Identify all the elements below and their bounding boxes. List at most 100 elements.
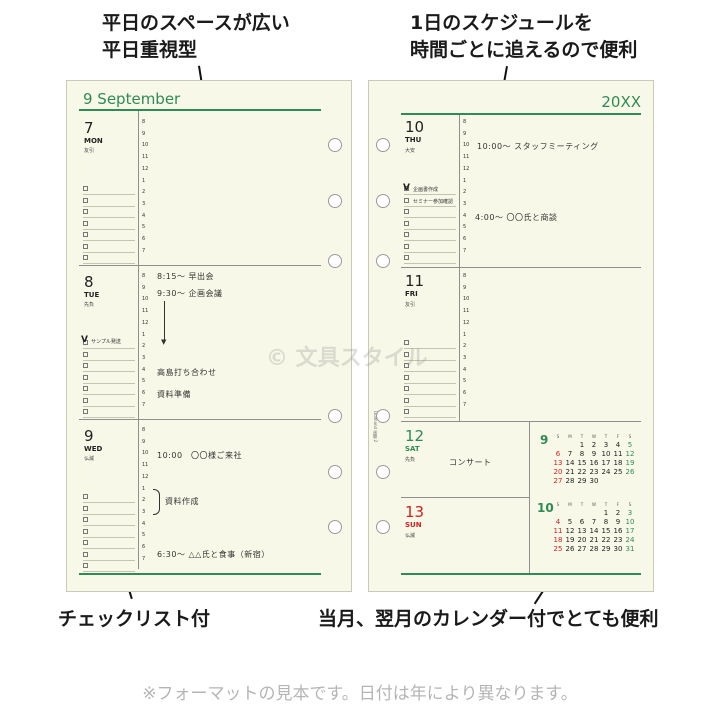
checklist-rule xyxy=(83,228,135,230)
hour-label: 8 xyxy=(142,273,146,279)
calendar-day: 14 xyxy=(589,527,599,535)
hour-label: 3 xyxy=(463,200,467,207)
handwritten-entry: 10:00〜 スタッフミーティング xyxy=(477,142,599,151)
checklist-rule xyxy=(83,394,135,395)
calendar-day: 16 xyxy=(589,459,599,467)
calendar-day xyxy=(624,477,636,486)
checklist-rule xyxy=(404,405,456,407)
callout-line: 時間ごとに追えるので便利 xyxy=(410,39,638,61)
calendar-day: 14 xyxy=(565,459,575,467)
checklist-rule xyxy=(404,263,456,264)
checkbox-icon xyxy=(83,409,88,414)
checklist-rule xyxy=(83,371,135,372)
checkbox-icon xyxy=(83,243,88,249)
hour-label: 6 xyxy=(463,236,467,242)
handwritten-entry: コンサート xyxy=(449,458,492,467)
calendar-day: 21 xyxy=(565,468,575,476)
binder-hole xyxy=(328,138,342,152)
hour-label: 9 xyxy=(463,284,467,291)
title-rule xyxy=(79,109,321,111)
hour-label: 3 xyxy=(142,354,146,361)
calendar-day: 30 xyxy=(613,545,623,553)
calendar-day: 17 xyxy=(625,527,635,535)
check-mark-icon: V xyxy=(81,335,88,345)
checkbox-icon xyxy=(404,243,409,249)
checklist-rule xyxy=(404,371,456,372)
checklist-rule xyxy=(83,194,135,195)
hour-label: 6 xyxy=(463,390,467,396)
calendar-day: 30 xyxy=(589,477,599,485)
hour-label: 12 xyxy=(142,165,149,172)
day-number: 7 xyxy=(84,119,94,137)
hour-label: 11 xyxy=(142,308,149,315)
calendar-month: 9 xyxy=(540,433,549,447)
checkbox-icon xyxy=(83,386,88,391)
hour-label: 5 xyxy=(463,224,467,231)
callout-checklist: チェックリスト付 xyxy=(58,608,211,630)
checklist-rule xyxy=(404,240,456,241)
hour-label: 3 xyxy=(463,354,467,361)
hour-label: 2 xyxy=(142,497,146,504)
checkbox-icon xyxy=(83,197,88,203)
calendar-day xyxy=(612,477,624,486)
calendar-day: 4 xyxy=(555,518,561,526)
calendar-day: 22 xyxy=(601,536,611,544)
hour-label: 7 xyxy=(142,401,146,408)
checkbox-icon xyxy=(404,397,409,403)
calendar-day: 25 xyxy=(613,468,623,476)
checklist-rule xyxy=(83,548,135,549)
footnote: ※フォーマットの見本です。日付は年により異なります。 xyxy=(142,684,578,704)
calendar-day: 9 xyxy=(615,518,621,526)
callout-line: 平日のスペースが広い xyxy=(102,12,290,34)
checklist-rule xyxy=(83,513,135,515)
callout-line: 平日重視型 xyxy=(102,39,198,61)
callout-weekday-space: 平日のスペースが広い 平日重視型 xyxy=(102,10,290,64)
hour-label: 1 xyxy=(142,331,146,338)
calendar-weekday: M xyxy=(568,434,572,439)
hour-label: 10 xyxy=(142,142,149,149)
calendar-weekday: F xyxy=(616,434,620,439)
calendar-day: 1 xyxy=(579,441,585,449)
calendar-day: 6 xyxy=(579,518,585,526)
callout-daily-schedule: 1日のスケジュールを 時間ごとに追えるので便利 xyxy=(410,10,637,64)
binder-hole xyxy=(376,138,390,152)
planner-page-right: 20XX 10 THU 大安 11 FRI 友引 12 SAT 先負 13 SU… xyxy=(368,80,654,592)
hour-label: 6 xyxy=(142,390,146,396)
day-divider xyxy=(401,421,641,422)
checklist-rule xyxy=(404,194,456,195)
binder-hole xyxy=(328,254,342,268)
checklist-rule xyxy=(83,382,135,384)
calendar-day: 28 xyxy=(565,477,575,485)
hour-label: 1 xyxy=(142,177,146,184)
hour-label: 4 xyxy=(463,212,467,219)
calendar-weekday: T xyxy=(580,502,584,507)
checklist-rule xyxy=(83,502,135,503)
calendar-day xyxy=(600,477,612,486)
hour-label: 10 xyxy=(142,450,149,457)
checkbox-icon xyxy=(83,255,88,260)
calendar-day: 3 xyxy=(627,509,633,517)
checklist-rule xyxy=(404,251,456,253)
hour-label: 5 xyxy=(142,532,146,539)
checklist-rule xyxy=(83,240,135,241)
calendar-weekday: F xyxy=(616,502,620,507)
hour-label: 8 xyxy=(142,427,146,433)
rokuyo-label: 友引 xyxy=(405,302,416,308)
checklist-rule xyxy=(83,417,135,418)
hour-label: 2 xyxy=(463,189,467,196)
calendar-day: 7 xyxy=(591,518,597,526)
calendar-day: 25 xyxy=(553,545,563,553)
calendar-day: 9 xyxy=(591,450,597,458)
checkbox-icon xyxy=(83,540,88,545)
checkbox-icon xyxy=(404,351,409,357)
rokuyo-label: 仏滅 xyxy=(405,533,416,539)
calendar-day: 22 xyxy=(577,468,587,476)
calendar-day: 2 xyxy=(591,441,597,449)
binder-hole xyxy=(376,520,390,534)
day-number: 11 xyxy=(405,272,425,290)
calendar-day: 20 xyxy=(553,468,563,476)
calendar-day: 15 xyxy=(601,527,611,535)
binder-hole xyxy=(376,194,390,208)
planner-page-left: 9 September 7 MON 友引 8 TUE 先負 9 WED 仏滅 8… xyxy=(66,80,352,592)
